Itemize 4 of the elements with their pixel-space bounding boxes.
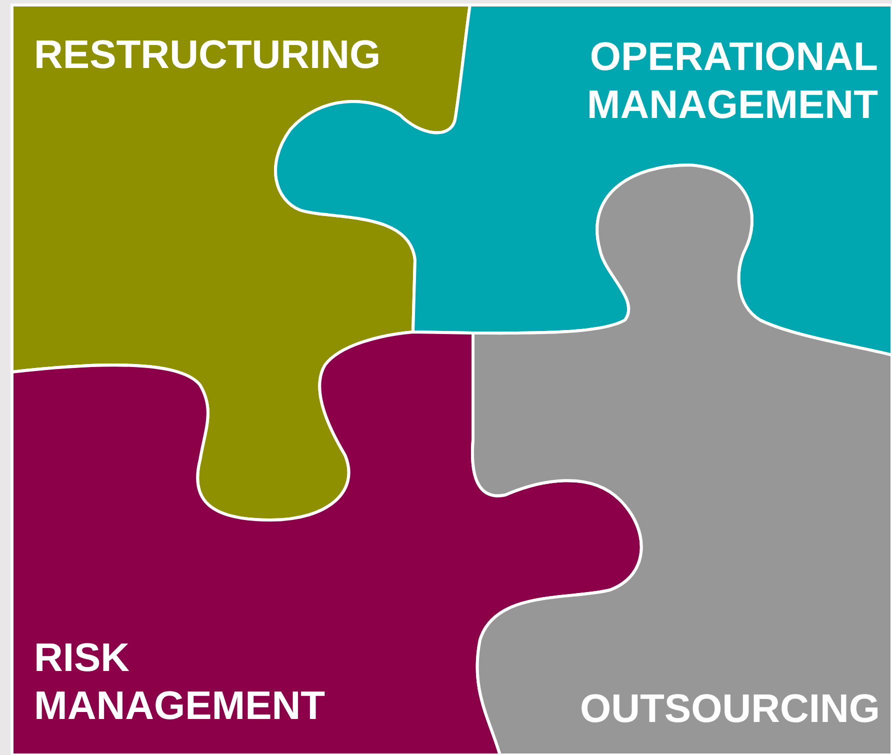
- piece-label: RESTRUCTURING: [34, 32, 382, 79]
- piece-label: RISK MANAGEMENT: [34, 635, 326, 730]
- piece-label: OUTSOURCING: [579, 686, 880, 733]
- piece-label: OPERATIONAL MANAGEMENT: [586, 34, 878, 129]
